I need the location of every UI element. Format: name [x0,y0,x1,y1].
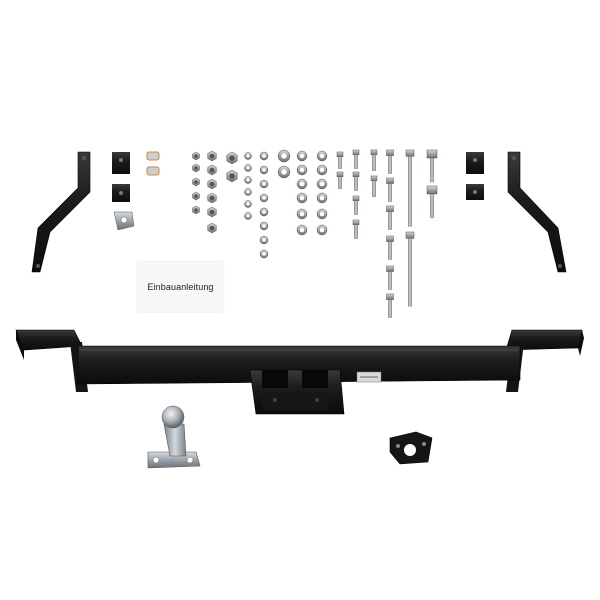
manual-title: Einbauanleitung [147,282,214,292]
tow-bar-crossmember [15,329,584,415]
left-mounting-bracket [31,151,91,273]
bolt-nut-washer-set [192,149,438,318]
tow-ball-neck [147,405,201,469]
right-mounting-bracket [507,151,567,273]
electrical-socket-bracket [389,431,433,465]
right-spacer-plates [466,152,484,200]
installation-manual: Einbauanleitung [138,262,223,312]
left-spacer-plates [112,152,130,202]
spring-washers [146,151,160,176]
shim-plate [113,211,135,231]
